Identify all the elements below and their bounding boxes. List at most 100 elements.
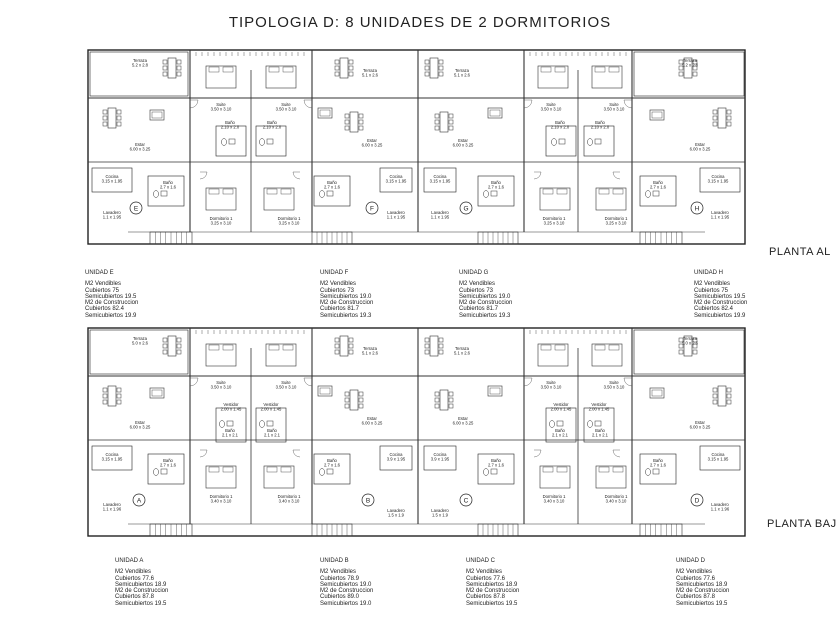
toilet [153, 468, 159, 476]
wall [147, 175, 185, 207]
unit-line: Cubiertos 89.0 [320, 594, 360, 601]
dining-table [339, 335, 349, 357]
wall [633, 51, 745, 97]
pillow [208, 66, 220, 73]
door-swing [612, 449, 621, 458]
chair [348, 59, 354, 65]
unit-line: Semicubiertos 19.0 [320, 293, 372, 300]
door-swing [303, 377, 313, 387]
bed [591, 65, 623, 89]
unit-line: M2 de Construccion [85, 300, 139, 307]
dining-table [349, 389, 359, 411]
chair [448, 391, 454, 397]
chair [344, 397, 350, 403]
unit-line: Cubiertos 87.8 [115, 594, 155, 601]
unit-marker-letter: C [464, 497, 469, 504]
sofa-seat [489, 109, 501, 117]
pillow [542, 188, 554, 195]
unit-line: Semicubiertos 19.0 [320, 581, 372, 588]
chair [348, 65, 354, 71]
chair [424, 71, 430, 77]
chair [712, 387, 718, 393]
chair [176, 349, 182, 355]
bed [537, 65, 569, 89]
chair [438, 343, 444, 349]
unit-line: Cubiertos 82.4 [694, 306, 734, 313]
chair [176, 59, 182, 65]
unit-summary-d: UNIDAD D M2 Vendibles Cubiertos 77.6 Sem… [676, 558, 729, 607]
pillow [280, 466, 292, 473]
toilet [219, 420, 225, 428]
chair [102, 115, 108, 121]
dining-table [683, 335, 693, 357]
sofa-seat [319, 109, 331, 117]
chair [102, 399, 108, 405]
door-swing [612, 171, 621, 180]
toilet [319, 468, 325, 476]
unit-name: UNIDAD B [320, 558, 349, 564]
wall [379, 167, 413, 193]
unit-marker-letter: F [370, 205, 374, 212]
chair [692, 65, 698, 71]
door-swing [189, 99, 199, 109]
wall [699, 445, 741, 471]
wall [313, 175, 351, 207]
unit-line: Semicubiertos 19.3 [459, 312, 511, 319]
sofa [487, 385, 503, 397]
chair [726, 115, 732, 121]
unit-line: M2 de Construccion [320, 300, 374, 307]
wall [423, 445, 457, 471]
unit-line: M2 Vendibles [676, 569, 713, 576]
chair [424, 349, 430, 355]
chair [176, 71, 182, 77]
unit-line: Semicubiertos 19.9 [85, 312, 137, 319]
pillow [266, 466, 278, 473]
chair [116, 109, 122, 115]
unit-line: M2 de Construccion [459, 300, 513, 307]
wall [89, 51, 189, 97]
dining-table [439, 389, 449, 411]
pillow [598, 188, 610, 195]
unit-line: Semicubiertos 19.9 [694, 312, 746, 319]
basin [652, 468, 660, 475]
unit-name: UNIDAD E [85, 270, 114, 276]
chair [334, 71, 340, 77]
basin [160, 468, 168, 475]
wall [313, 453, 351, 485]
wall [477, 175, 515, 207]
unit-line: Cubiertos 78.9 [320, 575, 360, 582]
unit-line: M2 de Construccion [676, 588, 730, 595]
chair [102, 387, 108, 393]
chair [348, 71, 354, 77]
wall [87, 327, 746, 537]
basin [226, 420, 234, 427]
unit-marker [459, 201, 473, 215]
chair [358, 397, 364, 403]
unit-line: Cubiertos 87.8 [676, 594, 716, 601]
toilet [483, 190, 489, 198]
chair [162, 59, 168, 65]
toilet [549, 420, 555, 428]
chair [424, 59, 430, 65]
dining-table [107, 107, 117, 129]
